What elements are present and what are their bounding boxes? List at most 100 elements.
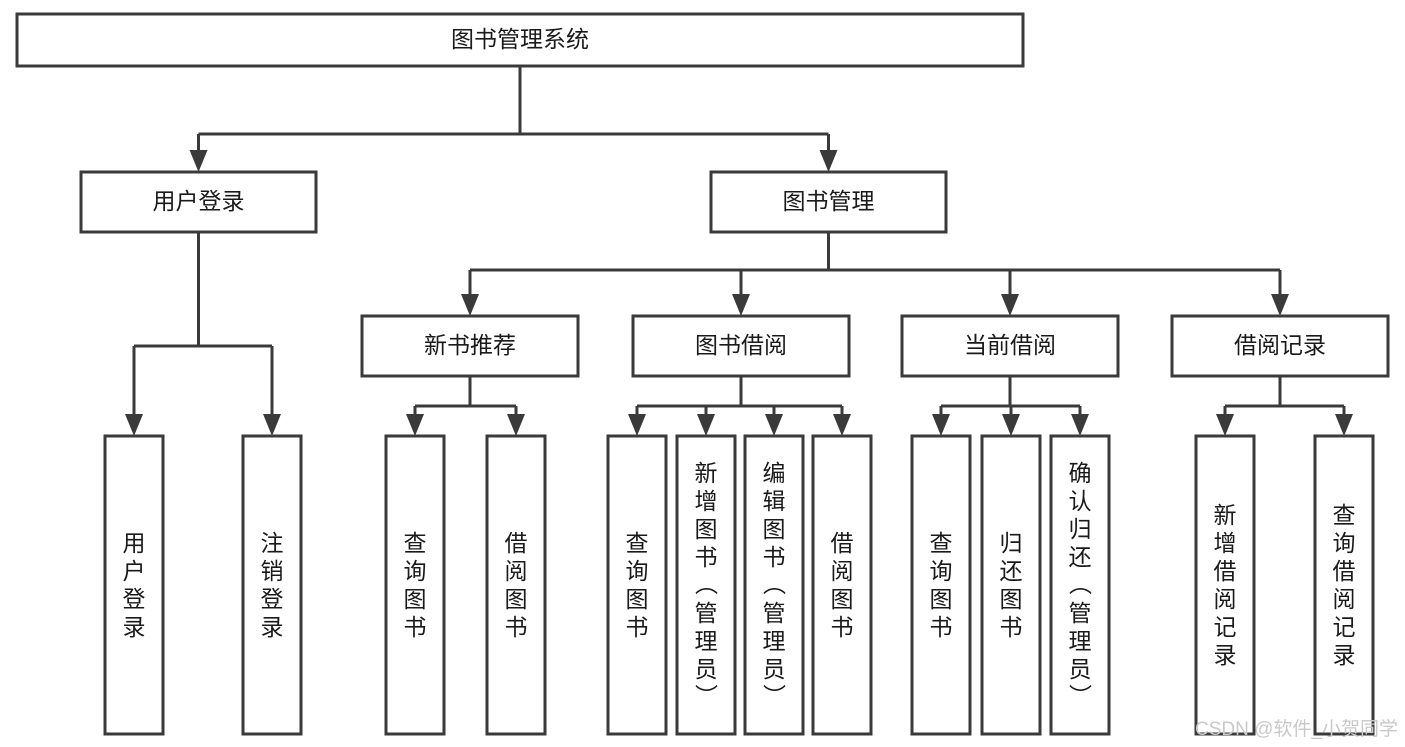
arrow-head-icon bbox=[1001, 294, 1019, 316]
arrow-head-icon bbox=[406, 414, 424, 436]
arrow-connector bbox=[833, 406, 851, 436]
node-leaf-query-book-borrow[interactable]: 查询图书 bbox=[606, 434, 668, 736]
node-leaf-confirm-return-admin[interactable]: 确认归还（管理员） bbox=[1049, 434, 1111, 736]
arrow-head-icon bbox=[189, 150, 208, 172]
diagram-nodes: 图书管理系统用户登录图书管理新书推荐图书借阅当前借阅借阅记录用户登录注销登录查询… bbox=[15, 12, 1390, 736]
node-label: 当前借阅 bbox=[964, 332, 1056, 358]
node-label: 借阅图书 bbox=[505, 530, 528, 640]
node-label: 查询图书 bbox=[626, 530, 649, 640]
arrow-connector bbox=[461, 270, 479, 316]
node-box bbox=[743, 434, 805, 736]
arrow-connector bbox=[1335, 406, 1353, 436]
node-leaf-query-borrow-record[interactable]: 查询借阅记录 bbox=[1313, 434, 1375, 736]
node-box bbox=[15, 12, 1025, 68]
node-box bbox=[631, 314, 851, 378]
node-box bbox=[384, 434, 446, 736]
node-user-login[interactable]: 用户登录 bbox=[79, 170, 318, 234]
arrow-connector bbox=[628, 406, 646, 436]
node-label: 借阅图书 bbox=[831, 530, 854, 640]
arrow-connector bbox=[507, 406, 525, 436]
arrow-connector bbox=[125, 346, 143, 436]
node-borrow-record[interactable]: 借阅记录 bbox=[1170, 314, 1390, 378]
node-leaf-edit-book-admin[interactable]: 编辑图书（管理员） bbox=[743, 434, 805, 736]
node-box bbox=[1194, 434, 1256, 736]
node-leaf-borrow-book-recommend[interactable]: 借阅图书 bbox=[485, 434, 547, 736]
node-label: 查询图书 bbox=[930, 530, 953, 640]
node-label: 查询借阅记录 bbox=[1333, 502, 1356, 668]
node-book-manage[interactable]: 图书管理 bbox=[709, 170, 948, 234]
node-label: 用户登录 bbox=[153, 188, 245, 214]
arrow-connector bbox=[732, 270, 750, 316]
node-box bbox=[79, 170, 318, 234]
arrow-head-icon bbox=[507, 414, 525, 436]
node-leaf-return-book[interactable]: 归还图书 bbox=[980, 434, 1042, 736]
node-box bbox=[900, 314, 1120, 378]
arrow-connector bbox=[1271, 270, 1289, 316]
arrow-head-icon bbox=[125, 414, 143, 436]
node-label: 图书管理系统 bbox=[451, 26, 589, 52]
connector-edges bbox=[125, 66, 1353, 436]
arrow-head-icon bbox=[1071, 414, 1089, 436]
node-box bbox=[1170, 314, 1390, 378]
node-box bbox=[1049, 434, 1111, 736]
arrow-connector bbox=[263, 346, 281, 436]
node-leaf-add-book-admin[interactable]: 新增图书（管理员） bbox=[675, 434, 737, 736]
arrow-connector bbox=[406, 406, 424, 436]
node-label: 编辑图书（管理员） bbox=[763, 460, 787, 710]
node-new-book-recommend[interactable]: 新书推荐 bbox=[360, 314, 580, 378]
arrow-head-icon bbox=[263, 414, 281, 436]
node-label: 借阅记录 bbox=[1234, 332, 1326, 358]
node-label: 注销登录 bbox=[261, 530, 284, 640]
arrow-connector bbox=[1002, 406, 1020, 436]
node-label: 新增借阅记录 bbox=[1214, 502, 1237, 668]
arrow-connector bbox=[1216, 406, 1234, 436]
node-box bbox=[709, 170, 948, 234]
node-leaf-add-borrow-record[interactable]: 新增借阅记录 bbox=[1194, 434, 1256, 736]
arrow-head-icon bbox=[732, 294, 750, 316]
node-leaf-user-login[interactable]: 用户登录 bbox=[103, 434, 165, 736]
node-label: 新增图书（管理员） bbox=[695, 460, 719, 710]
arrow-head-icon bbox=[1216, 414, 1234, 436]
node-box bbox=[675, 434, 737, 736]
csdn-watermark: CSDN @软件_小贺同学 bbox=[1195, 718, 1398, 740]
node-box bbox=[360, 314, 580, 378]
arrow-connector bbox=[189, 134, 208, 172]
arrow-head-icon bbox=[461, 294, 479, 316]
arrow-head-icon bbox=[1002, 414, 1020, 436]
arrow-head-icon bbox=[628, 414, 646, 436]
node-leaf-logout[interactable]: 注销登录 bbox=[241, 434, 303, 736]
arrow-connector bbox=[765, 406, 783, 436]
node-box bbox=[606, 434, 668, 736]
node-leaf-query-book-recommend[interactable]: 查询图书 bbox=[384, 434, 446, 736]
node-box bbox=[1313, 434, 1375, 736]
node-label: 图书借阅 bbox=[695, 332, 787, 358]
node-label: 新书推荐 bbox=[424, 332, 516, 358]
arrow-head-icon bbox=[1335, 414, 1353, 436]
arrow-head-icon bbox=[932, 414, 950, 436]
arrow-connector bbox=[1001, 270, 1019, 316]
node-book-borrow[interactable]: 图书借阅 bbox=[631, 314, 851, 378]
node-label: 图书管理 bbox=[783, 188, 875, 214]
arrow-connector bbox=[697, 406, 715, 436]
node-box bbox=[241, 434, 303, 736]
arrow-head-icon bbox=[1271, 294, 1289, 316]
node-box bbox=[910, 434, 972, 736]
arrow-head-icon bbox=[833, 414, 851, 436]
arrow-head-icon bbox=[819, 150, 838, 172]
arrow-connector bbox=[932, 406, 950, 436]
node-current-borrow[interactable]: 当前借阅 bbox=[900, 314, 1120, 378]
node-label: 归还图书 bbox=[1000, 530, 1023, 640]
arrow-head-icon bbox=[697, 414, 715, 436]
node-box bbox=[485, 434, 547, 736]
node-label: 用户登录 bbox=[123, 530, 146, 640]
arrow-connector bbox=[819, 134, 838, 172]
node-label: 查询图书 bbox=[404, 530, 427, 640]
node-leaf-borrow-book[interactable]: 借阅图书 bbox=[811, 434, 873, 736]
arrow-head-icon bbox=[765, 414, 783, 436]
arrow-connector bbox=[1071, 406, 1089, 436]
node-root[interactable]: 图书管理系统 bbox=[15, 12, 1025, 68]
node-leaf-query-book-current[interactable]: 查询图书 bbox=[910, 434, 972, 736]
node-box bbox=[811, 434, 873, 736]
